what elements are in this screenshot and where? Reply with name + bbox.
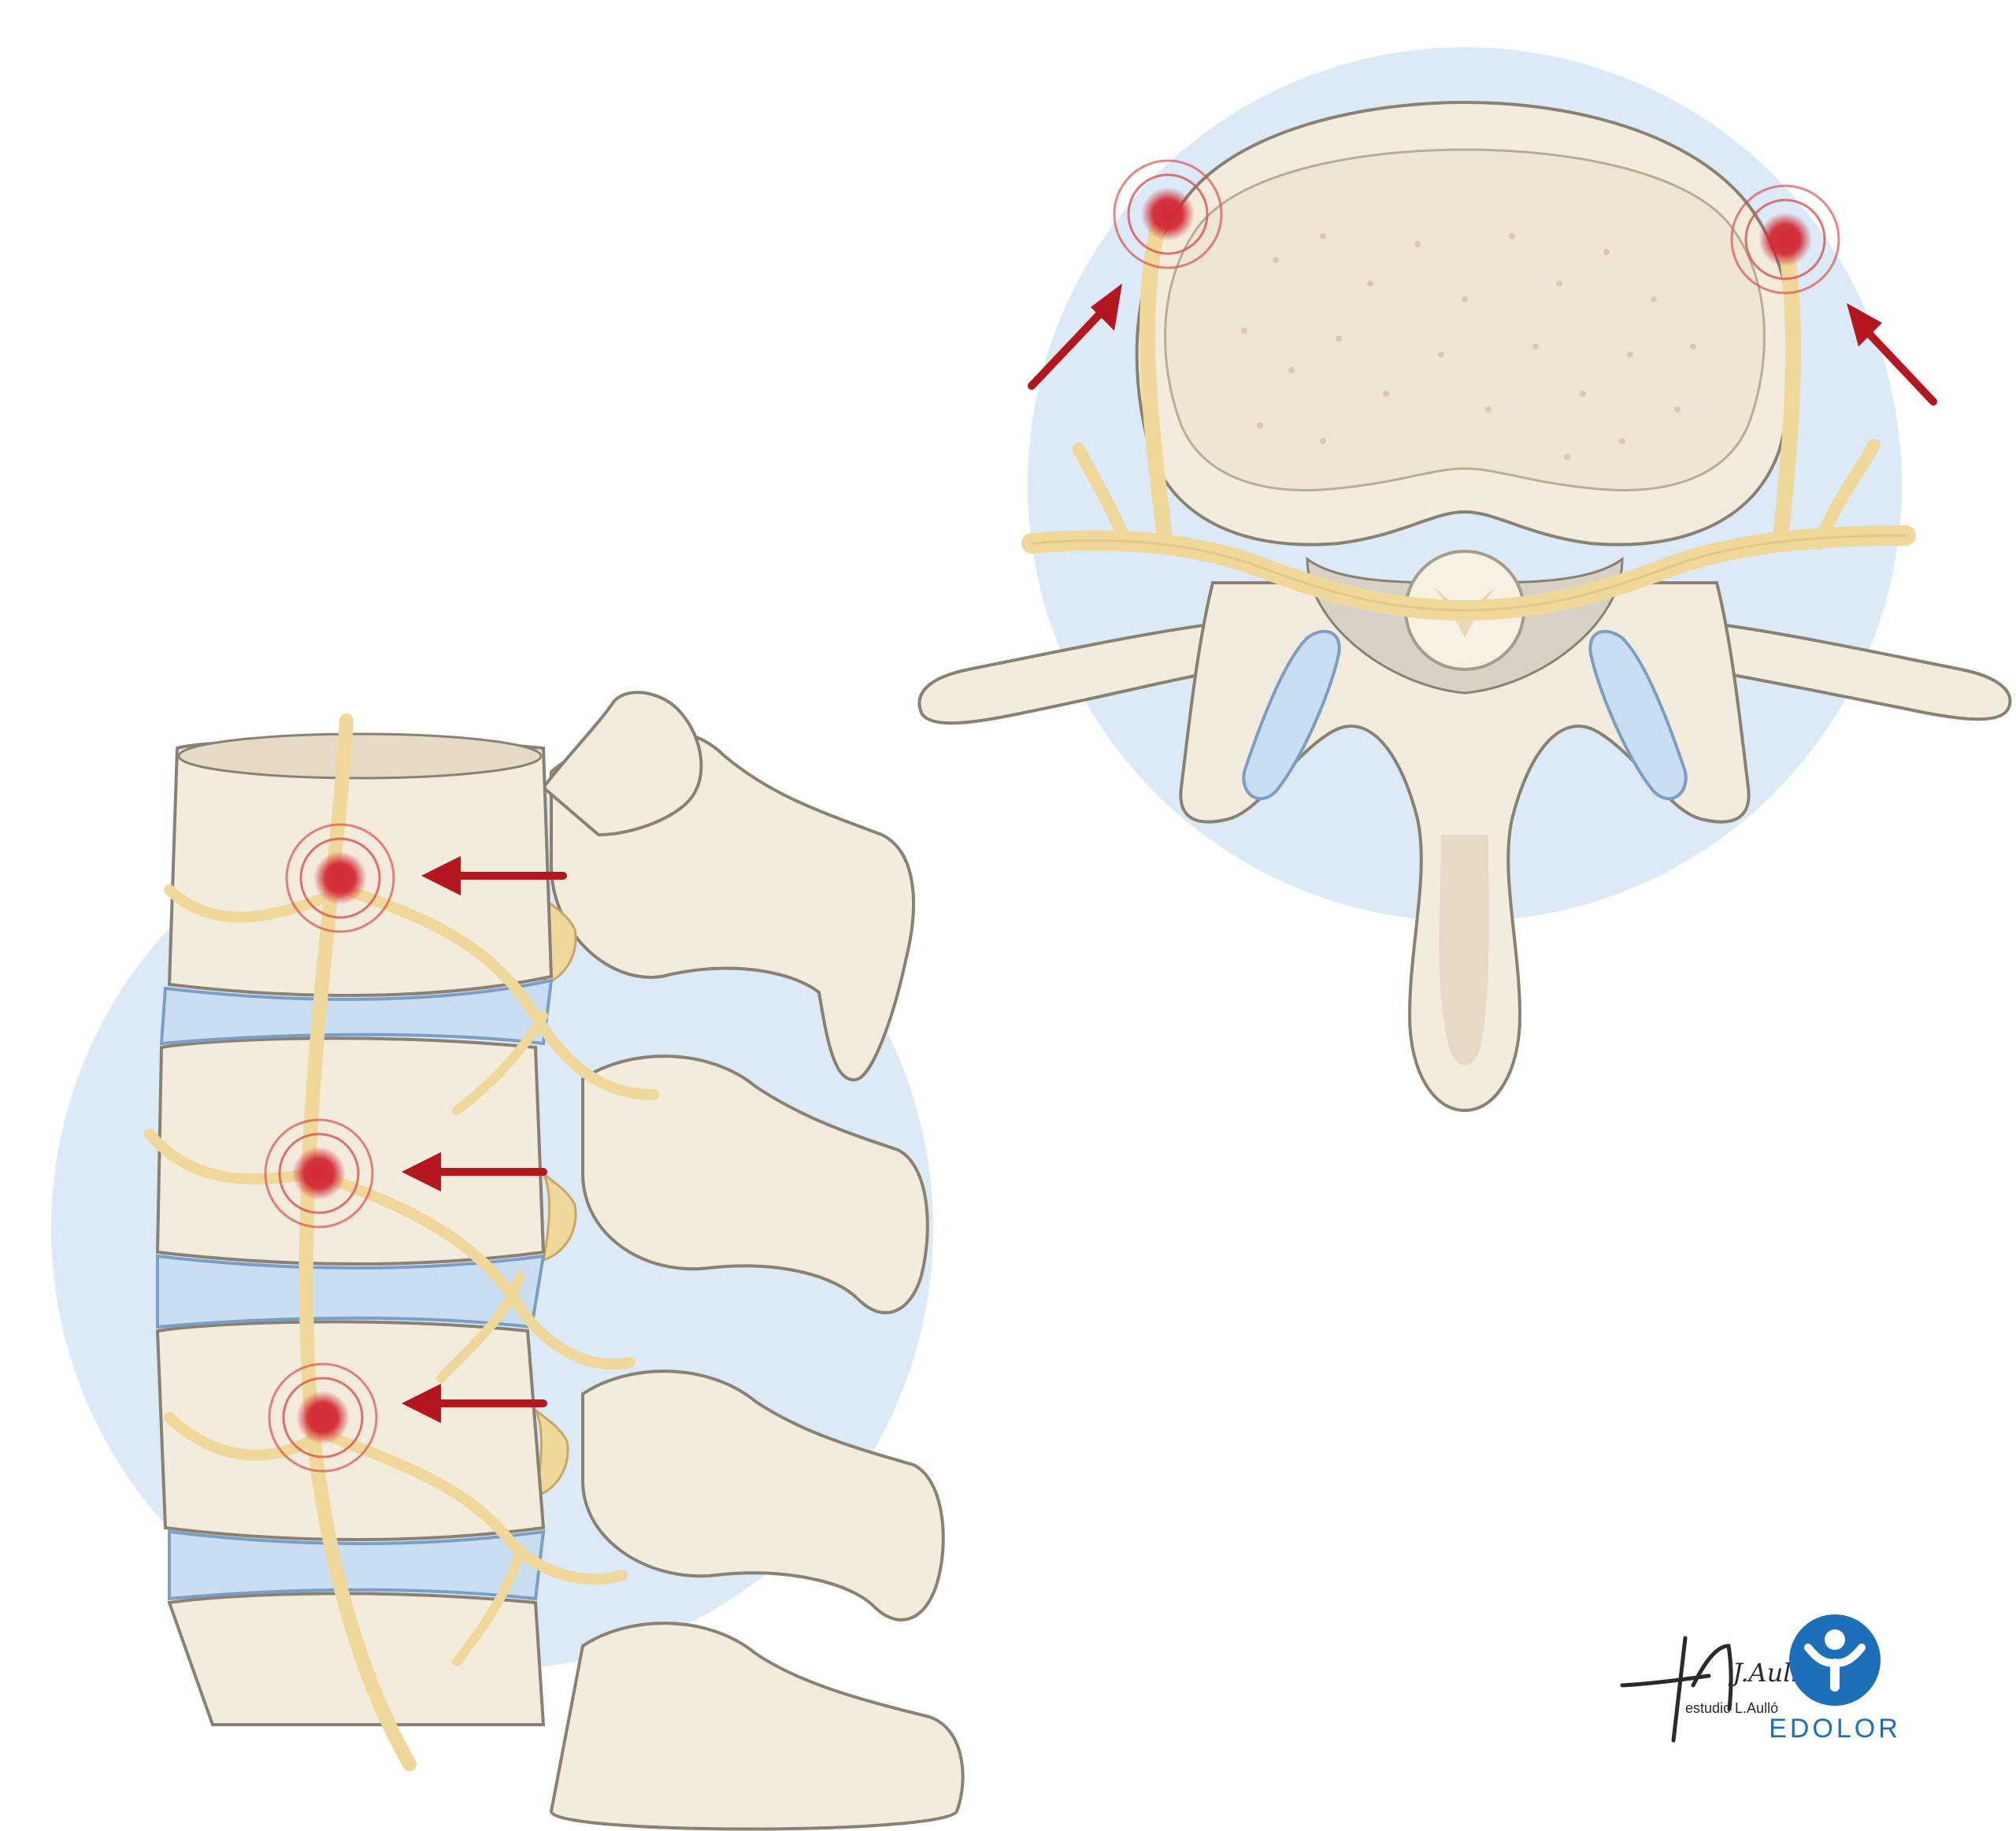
right-transverse-process xyxy=(1699,620,2012,721)
disc-middle xyxy=(156,1254,546,1329)
pain-point-lateral-upper xyxy=(285,823,395,933)
cancellous-bone xyxy=(1164,148,1766,491)
brand-text: EDOLOR xyxy=(1769,1714,1901,1744)
spinal-cord-grey-matter xyxy=(1433,587,1496,638)
pain-point-axial-right xyxy=(1730,184,1840,295)
brand-logo xyxy=(1789,1614,1881,1706)
vertebra-axial-view xyxy=(917,47,2012,1113)
arrow-axial-right xyxy=(1847,303,1937,406)
posterior-elements xyxy=(541,691,965,1831)
left-facet-joint xyxy=(1242,629,1341,801)
vertebral-body-lower xyxy=(155,1320,546,1541)
spine-lateral-view xyxy=(51,691,965,1831)
disc-upper xyxy=(159,978,554,1046)
left-transverse-process xyxy=(917,620,1230,725)
pain-point-axial-left xyxy=(1113,159,1223,269)
spinous-process-shade xyxy=(1439,835,1489,1066)
intervertebral-discs xyxy=(156,978,554,1601)
pain-point-lateral-middle xyxy=(264,1118,374,1229)
trabecular-dots xyxy=(1241,233,1696,460)
disc-lower xyxy=(168,1529,546,1601)
right-facet-joint xyxy=(1588,629,1688,801)
arrow-lateral-upper xyxy=(421,856,567,895)
vertebral-endplate xyxy=(177,732,543,780)
pain-point-lateral-lower xyxy=(268,1362,378,1473)
axial-nerve-outlines xyxy=(1031,534,1907,612)
axial-nerves xyxy=(1021,221,1916,621)
arrow-lateral-lower xyxy=(402,1384,547,1423)
studio-text: estudio L.Aulló xyxy=(1685,1700,1778,1716)
signature-mark xyxy=(1620,1636,1733,1743)
arrow-axial-left xyxy=(1028,284,1122,390)
arrow-lateral-middle xyxy=(402,1152,547,1192)
credits: J.Aulló estudio L.Aulló EDOLOR xyxy=(1620,1614,1901,1744)
